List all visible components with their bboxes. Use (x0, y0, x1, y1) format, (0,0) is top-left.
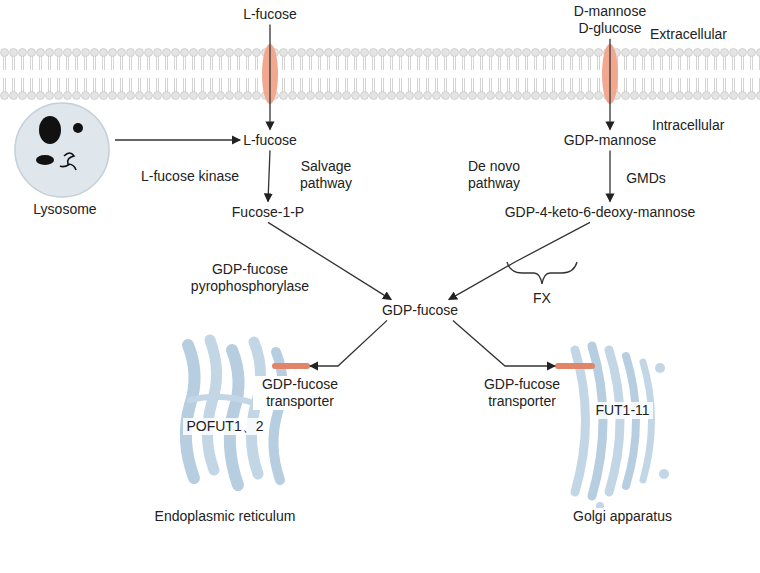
reaction-arrow (269, 24, 270, 129)
reaction-arrow (268, 150, 270, 201)
region-label: Extracellular (650, 26, 727, 43)
node-text: POFUT1、2 (183, 418, 266, 435)
node-text: GDP-mannose (564, 132, 657, 149)
reaction-arrow (115, 139, 240, 140)
node-text: GDP-fucose (382, 302, 458, 319)
node-text: Fucose-1-P (232, 204, 304, 221)
reaction-arrow (609, 39, 610, 130)
metabolite-label: L-fucose (240, 130, 300, 151)
metabolite-label: GDP-mannose (561, 130, 660, 151)
node-text: GDP-4-keto-6-deoxy-mannose (505, 204, 696, 221)
reaction-arrow (453, 320, 555, 366)
edge-label: L-fucose kinase (139, 168, 241, 185)
golgi-apparatus: FUT1-11Golgi apparatus (555, 330, 690, 525)
node-text: L-fucose (243, 132, 297, 149)
reaction-arrow (609, 150, 610, 201)
region-label: Intracellular (652, 117, 724, 134)
edge-label: FX (531, 290, 553, 307)
metabolite-label: GDP-fucose (379, 300, 461, 321)
fx-bracket (507, 262, 577, 284)
node-text: FUT1-11 (592, 402, 652, 419)
er-figure (186, 340, 310, 485)
edge-label: GDP-fucose transporter (475, 376, 569, 410)
caption-label: Lysosome (30, 201, 99, 218)
pathway-label: De novo pathway (459, 158, 529, 192)
node-text: L-fucose (243, 6, 297, 23)
lysosome: Lysosome (15, 100, 115, 218)
endoplasmic-reticulum: POFUT1、2Endoplasmic reticulum (140, 330, 310, 525)
reaction-arrow (449, 222, 590, 299)
node-text: D-mannose D-glucose (567, 3, 653, 37)
metabolite-label: L-fucose (240, 4, 300, 25)
er-transporter (272, 363, 310, 369)
edge-label: GMDs (624, 170, 668, 187)
edge-label: GDP-fucose transporter (253, 376, 347, 410)
metabolite-label: Fucose-1-P (229, 202, 307, 223)
pathway-label: Salvage pathway (291, 158, 361, 192)
lysosome-figure (15, 103, 109, 197)
golgi-transporter (555, 363, 595, 369)
reaction-arrow (310, 320, 387, 366)
metabolite-label: D-mannose D-glucose (564, 1, 656, 39)
cell-membrane (0, 48, 760, 100)
metabolite-label: GDP-4-keto-6-deoxy-mannose (502, 202, 699, 223)
edge-label: GDP-fucose pyrophosphorylase (183, 261, 317, 295)
caption-label: Golgi apparatus (570, 508, 675, 525)
caption-label: Endoplasmic reticulum (152, 508, 299, 525)
golgi-figure (555, 346, 669, 510)
